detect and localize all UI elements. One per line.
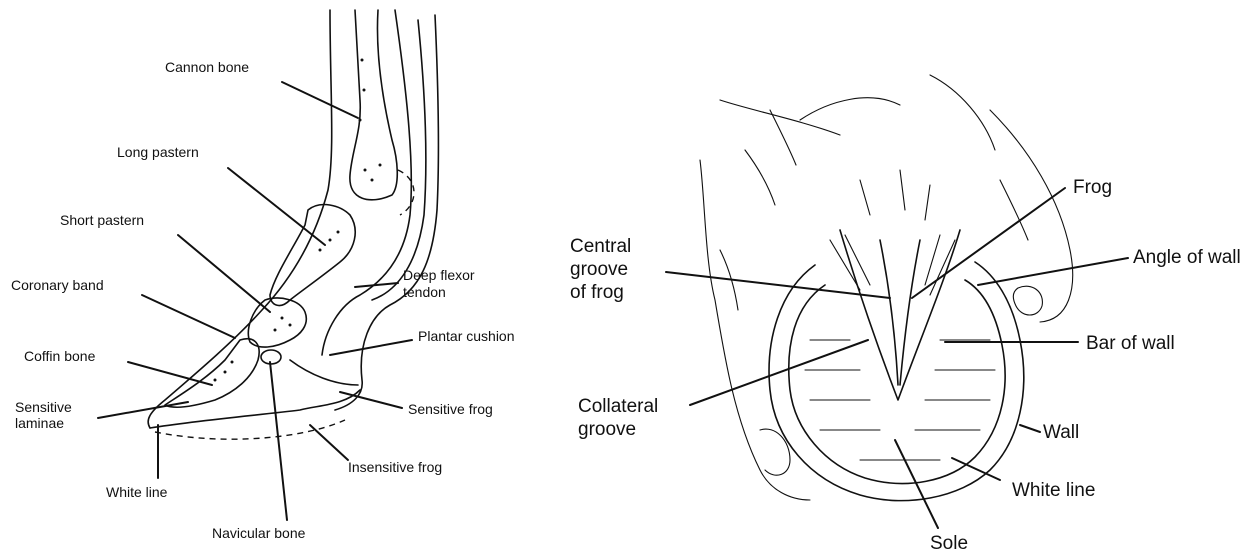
label-angle-of-wall: Angle of wall: [1133, 247, 1241, 268]
sole-texture: [805, 340, 995, 460]
long-pastern-shape: [270, 205, 355, 306]
label-short-pastern: Short pastern: [60, 212, 144, 228]
leg-section-diagram: Cannon bone Long pastern Short pastern C…: [11, 10, 515, 541]
leader-angle-of-wall: [978, 258, 1128, 285]
label-sensitive-laminae-line1: Sensitive: [15, 399, 72, 415]
frog-hatching: [830, 170, 955, 295]
plantar-cushion-outline: [290, 360, 358, 385]
leader-navicular-bone: [270, 362, 287, 520]
label-cannon-bone: Cannon bone: [165, 59, 249, 75]
label-navicular-bone: Navicular bone: [212, 525, 306, 541]
label-deep-flexor-line1: Deep flexor: [403, 267, 475, 283]
leader-sensitive-frog: [340, 392, 402, 408]
leader-cannon-bone: [282, 82, 358, 118]
label-collateral-groove-line2: groove: [578, 419, 636, 440]
navicular-bone-shape: [261, 350, 281, 364]
leader-coronary-band: [142, 295, 235, 338]
hand-outline-top: [720, 75, 995, 150]
label-coronary-band: Coronary band: [11, 277, 104, 293]
leader-sensitive-laminae: [98, 402, 188, 418]
hoof-underside-diagram: Frog Central groove of frog Angle of wal…: [570, 75, 1241, 554]
hand-wrinkles: [720, 110, 1028, 310]
label-white-line-right: White line: [1012, 480, 1095, 501]
label-frog: Frog: [1073, 177, 1112, 198]
tendon-line-2: [372, 20, 426, 300]
leader-coffin-bone: [128, 362, 212, 385]
leader-collateral-groove: [690, 340, 868, 405]
label-sole: Sole: [930, 533, 968, 554]
label-bar-of-wall: Bar of wall: [1086, 333, 1175, 354]
hoof-sole-outline: [150, 390, 360, 428]
frog-central-groove: [880, 240, 920, 385]
label-wall: Wall: [1043, 422, 1079, 443]
hand-fingernail: [1013, 286, 1042, 315]
label-white-line-left: White line: [106, 484, 168, 500]
label-central-groove-line2: groove: [570, 259, 628, 280]
leader-frog: [912, 188, 1065, 298]
tendon-line-1: [322, 10, 411, 355]
label-central-groove-line3: of frog: [570, 282, 624, 303]
leader-short-pastern: [178, 235, 270, 312]
label-coffin-bone: Coffin bone: [24, 348, 96, 364]
coffin-bone-shape: [165, 339, 259, 408]
label-sensitive-laminae-line2: laminae: [15, 415, 64, 431]
label-sensitive-frog: Sensitive frog: [408, 401, 493, 417]
cannon-bone-shape: [350, 10, 397, 200]
label-deep-flexor-line2: tendon: [403, 284, 446, 300]
hand-outline-thumb: [760, 429, 790, 475]
label-collateral-groove-line1: Collateral: [578, 396, 658, 417]
leader-long-pastern: [228, 168, 325, 245]
label-insensitive-frog: Insensitive frog: [348, 459, 442, 475]
label-plantar-cushion: Plantar cushion: [418, 328, 515, 344]
frog-shape: [840, 230, 960, 400]
hoof-wall-inner: [789, 280, 1005, 483]
label-central-groove-line1: Central: [570, 236, 631, 257]
hoof-wall-outer: [769, 262, 1024, 501]
leader-insensitive-frog: [310, 425, 348, 460]
leader-plantar-cushion: [330, 340, 412, 355]
label-long-pastern: Long pastern: [117, 144, 199, 160]
leader-wall: [1020, 425, 1040, 432]
